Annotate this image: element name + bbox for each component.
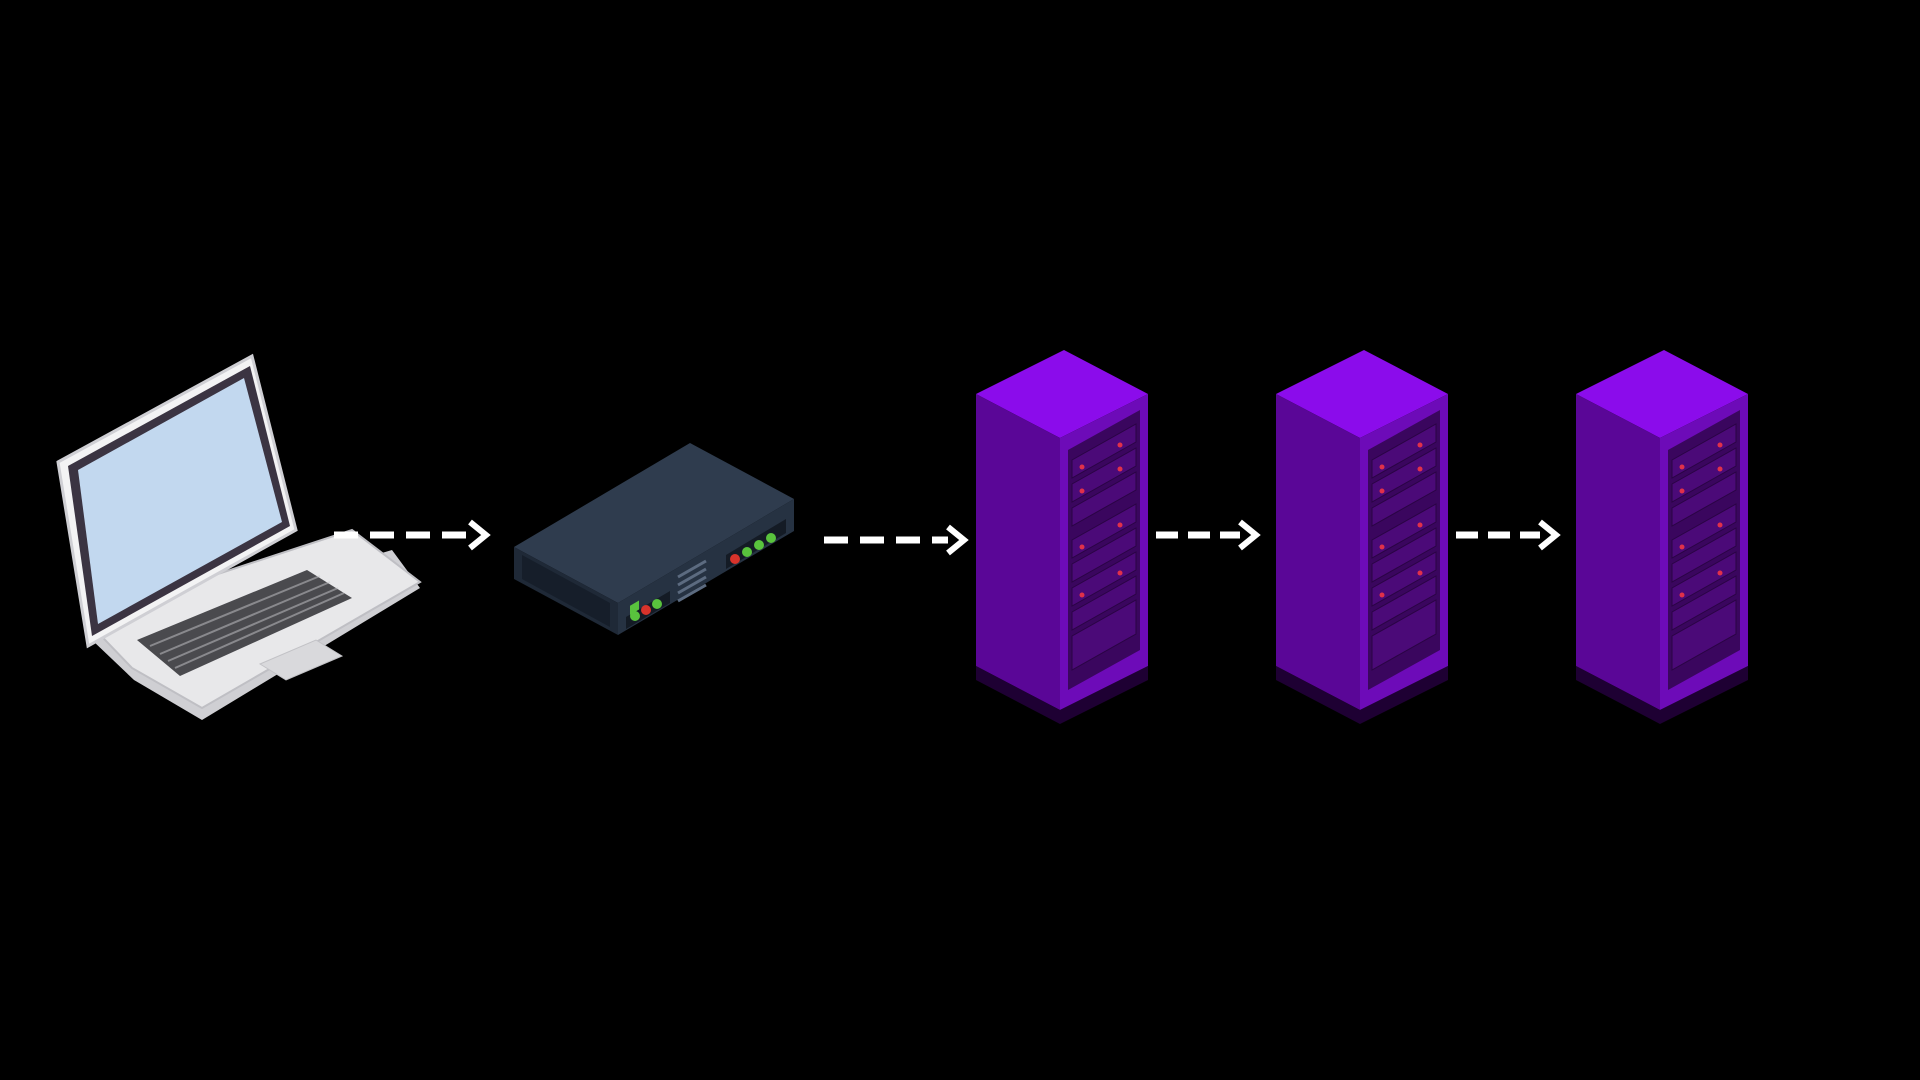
dashed-arrow-router-to-server-1 xyxy=(824,524,969,556)
server-rack-icon xyxy=(1276,350,1448,724)
dashed-arrow-laptop-to-router xyxy=(334,519,491,551)
dashed-arrow-server-2-to-server-3 xyxy=(1456,519,1561,551)
server-rack-icon xyxy=(1576,350,1748,724)
server-rack-icon xyxy=(976,350,1148,724)
laptop-icon xyxy=(56,353,422,720)
router-icon xyxy=(514,443,794,635)
dashed-arrow-server-1-to-server-2 xyxy=(1156,519,1261,551)
